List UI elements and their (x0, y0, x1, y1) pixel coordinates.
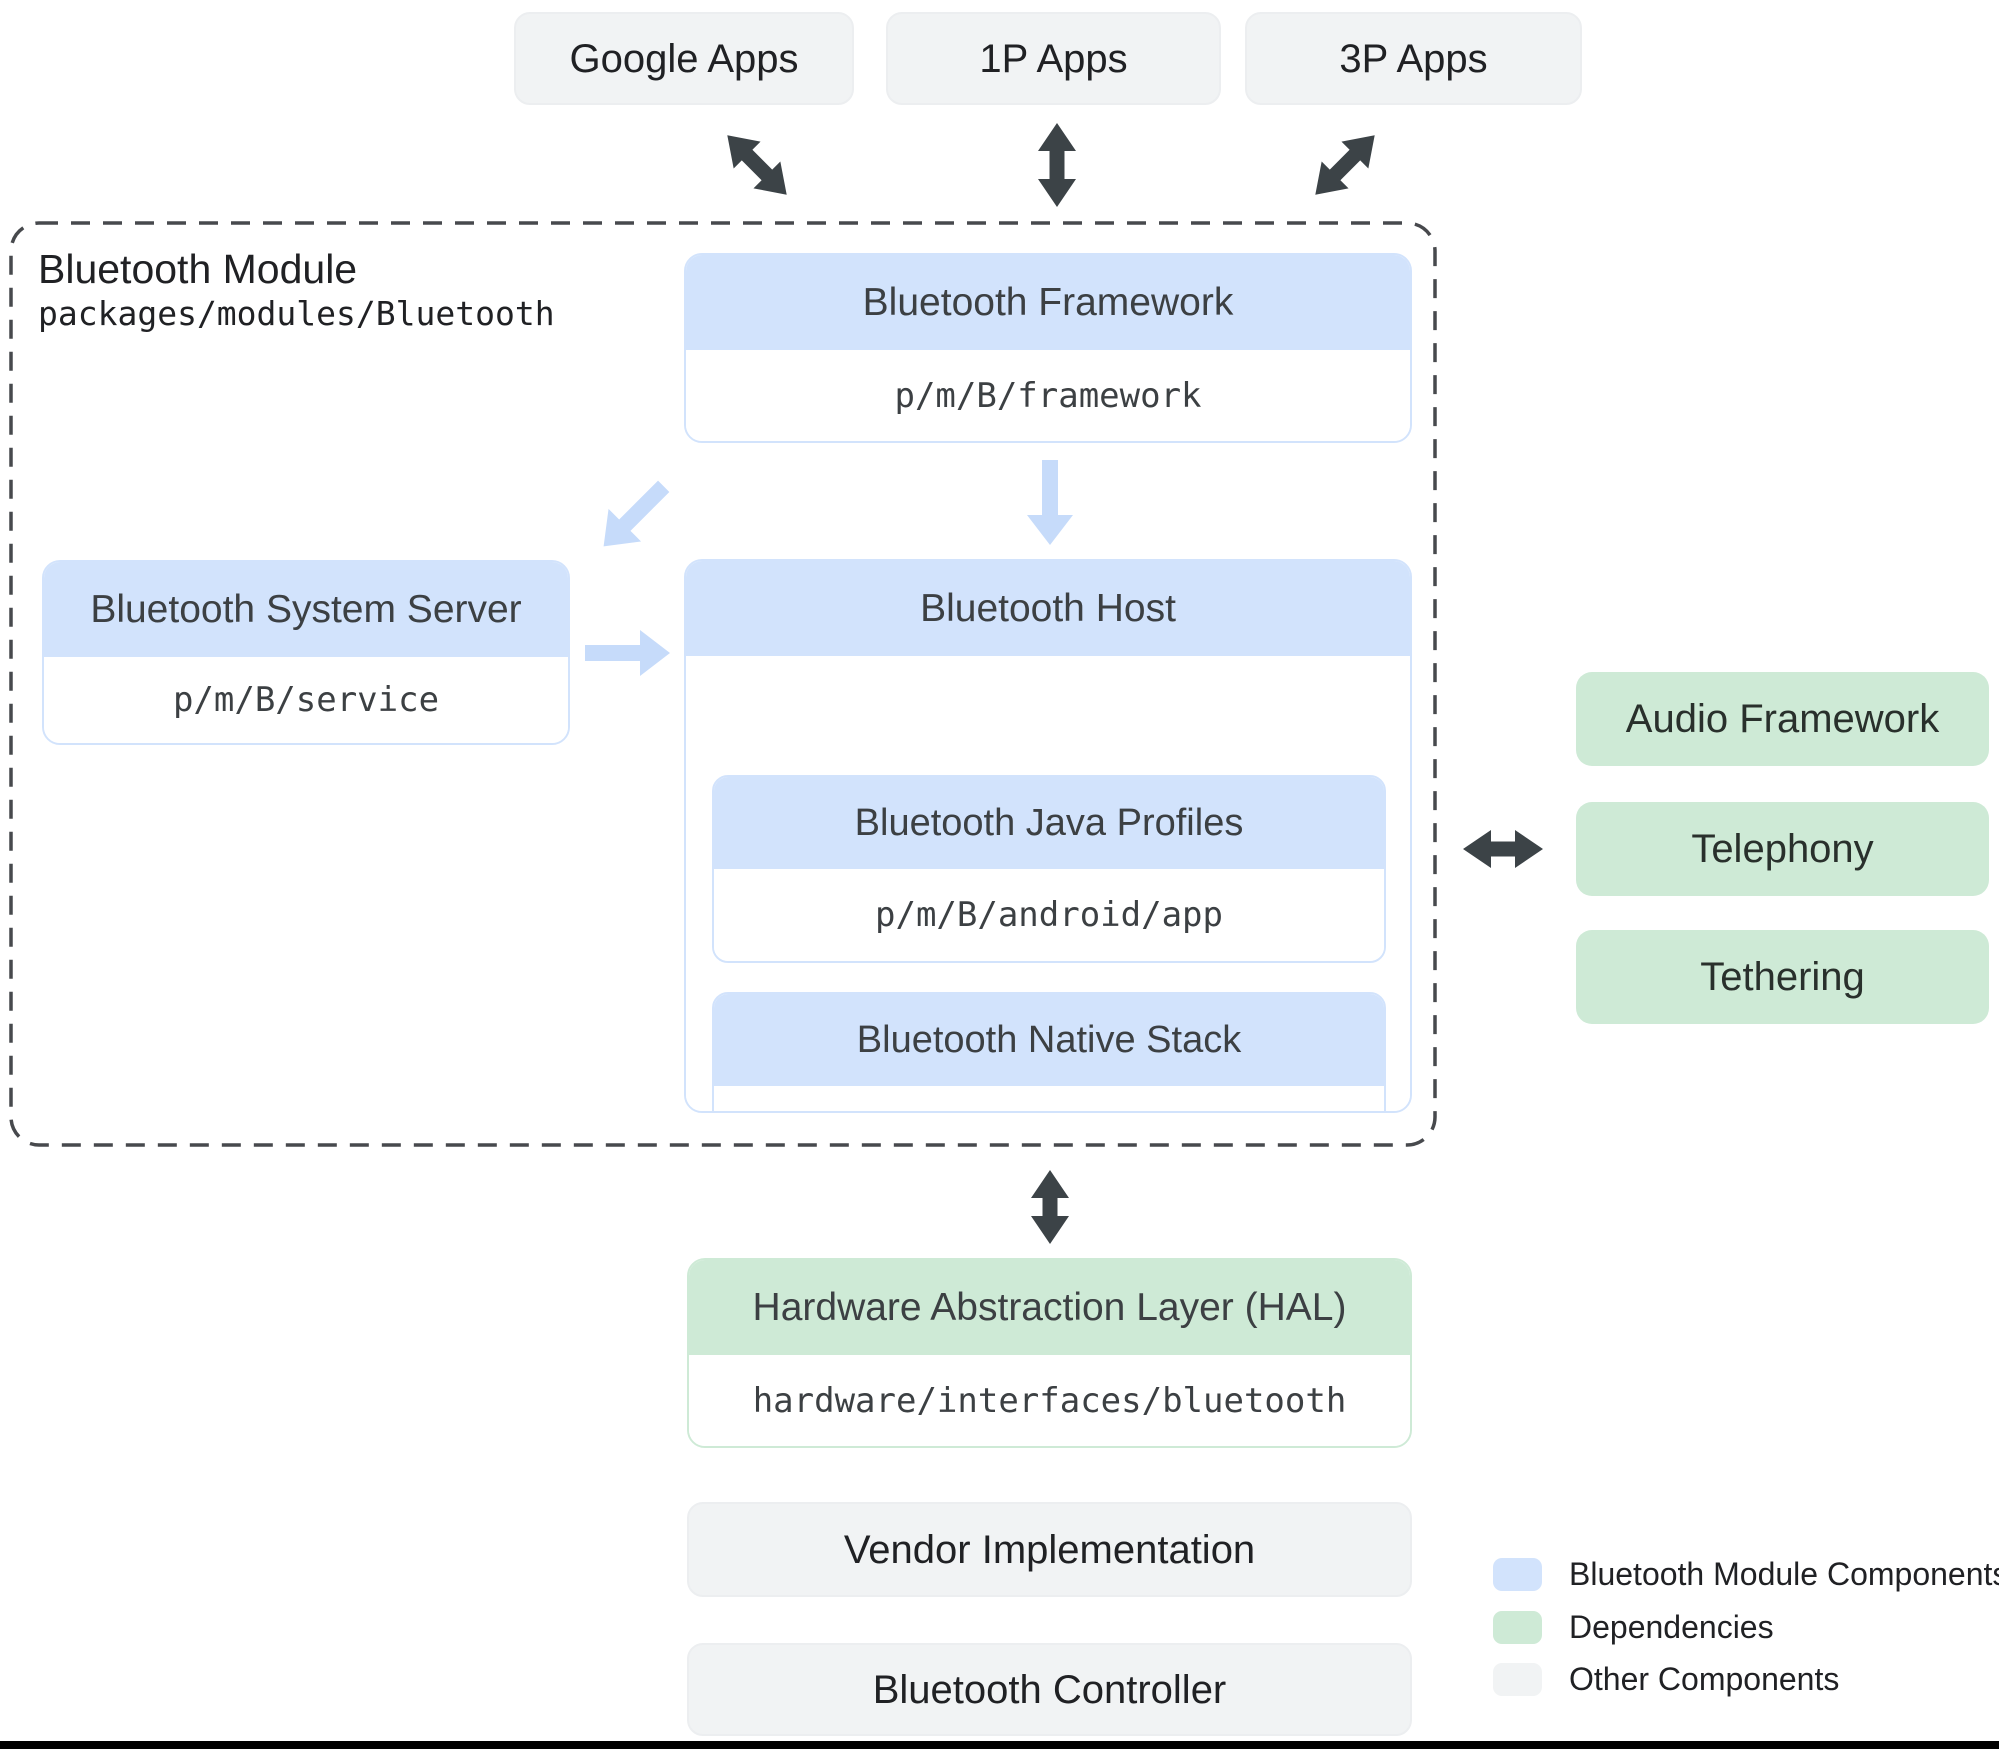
module-hal-arrow-icon (1031, 1170, 1069, 1244)
google-apps-module-arrow-icon (727, 135, 787, 195)
google-apps-box: Google Apps (514, 12, 854, 105)
legend-item-dependencies: Dependencies (1493, 1610, 1774, 1644)
hal-title: Hardware Abstraction Layer (HAL) (689, 1260, 1410, 1355)
bluetooth-native-stack-box: Bluetooth Native Stack p/m/B/system (712, 992, 1386, 1111)
legend-item-module-components: Bluetooth Module Components (1493, 1557, 1999, 1591)
bluetooth-framework-title: Bluetooth Framework (686, 255, 1410, 350)
telephony-label: Telephony (1691, 827, 1874, 871)
bluetooth-java-profiles-title: Bluetooth Java Profiles (714, 777, 1384, 869)
bluetooth-controller-label: Bluetooth Controller (872, 1667, 1227, 1712)
3p-apps-label: 3P Apps (1339, 36, 1488, 81)
3p-apps-module-arrow-icon (1315, 135, 1375, 195)
legend-swatch-green (1493, 1610, 1542, 1644)
bluetooth-module-title: Bluetooth Module (38, 246, 358, 292)
bluetooth-system-server-title: Bluetooth System Server (44, 562, 568, 657)
bluetooth-module-title-block: Bluetooth Module packages/modules/Blueto… (38, 246, 555, 336)
framework-to-system-server-arrow-icon (603, 480, 670, 547)
legend-label-dependencies: Dependencies (1569, 1609, 1774, 1645)
telephony-box: Telephony (1576, 802, 1989, 896)
bluetooth-module-boundary (9, 221, 1437, 1147)
bottom-edge-bar (0, 1741, 1999, 1749)
bluetooth-native-stack-title: Bluetooth Native Stack (714, 994, 1384, 1086)
bluetooth-system-server-box: Bluetooth System Server p/m/B/service (42, 560, 570, 745)
legend-label-other-components: Other Components (1569, 1661, 1840, 1697)
1p-apps-box: 1P Apps (886, 12, 1221, 105)
bluetooth-framework-path: p/m/B/framework (686, 350, 1410, 441)
bluetooth-system-server-path: p/m/B/service (44, 657, 568, 743)
bluetooth-module-path: packages/modules/Bluetooth (38, 294, 555, 334)
audio-framework-box: Audio Framework (1576, 672, 1989, 766)
bluetooth-host-box: Bluetooth Host Bluetooth Java Profiles p… (684, 559, 1412, 1113)
hal-path: hardware/interfaces/bluetooth (689, 1355, 1410, 1446)
vendor-implementation-label: Vendor Implementation (843, 1527, 1256, 1572)
system-server-to-host-arrow-icon (585, 630, 670, 676)
bluetooth-framework-box: Bluetooth Framework p/m/B/framework (684, 253, 1412, 443)
vendor-implementation-box: Vendor Implementation (687, 1502, 1412, 1597)
module-dependencies-arrow-icon (1463, 830, 1543, 868)
1p-apps-label: 1P Apps (979, 36, 1128, 81)
tethering-label: Tethering (1700, 955, 1865, 999)
tethering-box: Tethering (1576, 930, 1989, 1024)
bluetooth-native-stack-path: p/m/B/system (714, 1086, 1384, 1111)
legend-swatch-gray (1493, 1662, 1542, 1696)
legend-swatch-blue (1493, 1557, 1542, 1591)
bluetooth-host-title: Bluetooth Host (686, 561, 1410, 656)
3p-apps-box: 3P Apps (1245, 12, 1582, 105)
legend-label-module-components: Bluetooth Module Components (1569, 1556, 1999, 1592)
hal-box: Hardware Abstraction Layer (HAL) hardwar… (687, 1258, 1412, 1448)
1p-apps-module-arrow-icon (1038, 123, 1076, 207)
google-apps-label: Google Apps (569, 36, 799, 81)
audio-framework-label: Audio Framework (1625, 697, 1940, 741)
bluetooth-java-profiles-box: Bluetooth Java Profiles p/m/B/android/ap… (712, 775, 1386, 963)
legend-item-other-components: Other Components (1493, 1662, 1839, 1696)
bluetooth-controller-box: Bluetooth Controller (687, 1643, 1412, 1736)
bluetooth-java-profiles-path: p/m/B/android/app (714, 869, 1384, 961)
bluetooth-host-body: Bluetooth Java Profiles p/m/B/android/ap… (686, 656, 1410, 1111)
framework-to-host-arrow-icon (1027, 460, 1073, 545)
